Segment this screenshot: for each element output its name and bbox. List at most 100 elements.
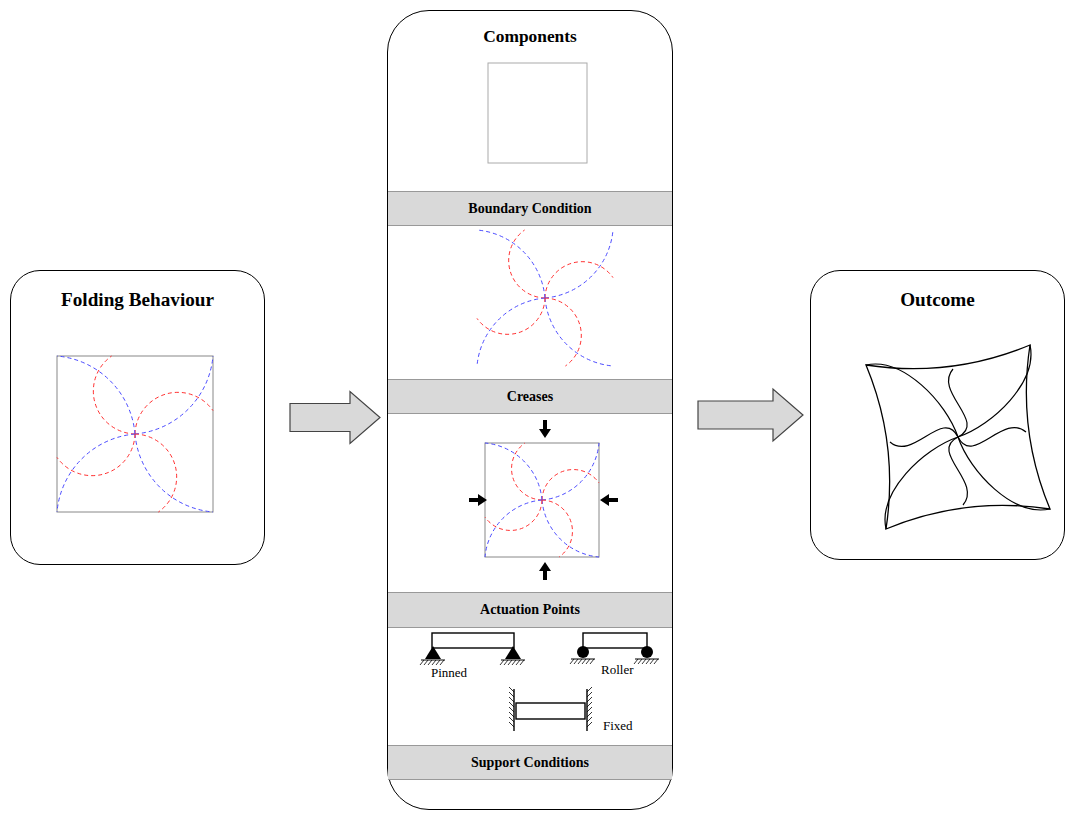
- outcome-fold: [958, 345, 1031, 437]
- panel-title: Components: [388, 27, 672, 47]
- section-band: Boundary Condition: [388, 191, 672, 226]
- actuation-arrow: [539, 420, 551, 438]
- ground-hatch: [440, 660, 444, 665]
- band-label: Support Conditions: [471, 755, 589, 771]
- ground-hatch: [512, 660, 516, 665]
- mountain-crease: [542, 500, 572, 557]
- crease-arm: [545, 262, 613, 366]
- valley-crease: [542, 443, 599, 500]
- ground-hatch: [582, 659, 586, 664]
- ground-hatch: [590, 659, 594, 664]
- crease-pattern: [57, 356, 213, 512]
- block-arrow: [698, 389, 803, 441]
- mountain-crease: [485, 500, 542, 530]
- component-sheet: [488, 63, 587, 163]
- beam: [516, 703, 585, 719]
- ground-hatch: [420, 660, 424, 665]
- crease-arm: [512, 443, 599, 500]
- ground-symbol: [420, 660, 445, 665]
- panel-title: Outcome: [811, 289, 1064, 311]
- mountain-crease: [135, 434, 177, 512]
- valley-crease: [135, 356, 213, 434]
- mountain-crease: [135, 392, 213, 434]
- wall-hatch: [587, 712, 592, 717]
- ground-hatch: [520, 660, 524, 665]
- block-arrow: [290, 392, 380, 444]
- valley-crease: [477, 298, 545, 366]
- mountain-crease: [509, 230, 545, 298]
- section-band: Support Conditions: [388, 745, 672, 780]
- wall-hatch: [587, 702, 592, 707]
- section-band: Creases: [388, 379, 672, 414]
- mountain-crease: [512, 443, 542, 500]
- beam: [432, 633, 514, 648]
- outcome-fold: [949, 437, 968, 505]
- panel-title: Folding Behaviour: [11, 289, 264, 311]
- wall-hatch: [587, 697, 592, 702]
- wall-hatch: [587, 707, 592, 712]
- ground-symbol: [634, 659, 659, 664]
- ground-hatch: [578, 659, 582, 664]
- wall-hatch: [587, 722, 592, 727]
- ground-hatch: [570, 659, 574, 664]
- valley-crease: [542, 500, 599, 557]
- actuation-arrow: [539, 562, 551, 580]
- crease-arm: [477, 298, 581, 366]
- outcome-fold: [866, 364, 958, 437]
- ground-hatch: [424, 660, 428, 665]
- ground-hatch: [650, 659, 654, 664]
- support-label: Fixed: [603, 718, 633, 734]
- mountain-crease: [542, 470, 599, 500]
- mountain-crease: [545, 262, 613, 298]
- ground-hatch: [428, 660, 432, 665]
- support-label: Roller: [601, 662, 634, 678]
- folded-outcome: [866, 345, 1050, 529]
- ground-hatch: [654, 659, 658, 664]
- valley-crease: [135, 434, 213, 512]
- outcome-fold: [890, 428, 958, 447]
- wall-hatch: [587, 717, 592, 722]
- beam: [583, 633, 647, 648]
- ground-symbol: [500, 660, 525, 665]
- fixed-wall: [586, 689, 587, 731]
- band-label: Actuation Points: [480, 602, 580, 618]
- ground-hatch: [436, 660, 440, 665]
- wall-hatch: [509, 692, 514, 697]
- ground-hatch: [500, 660, 504, 665]
- mountain-crease: [545, 298, 581, 366]
- sheet-outline: [485, 443, 599, 557]
- valley-crease: [545, 230, 613, 298]
- crease-arm: [485, 443, 542, 530]
- ground-hatch: [508, 660, 512, 665]
- outcome-fold: [949, 369, 968, 437]
- section-band: Actuation Points: [388, 592, 672, 628]
- wall-hatch: [509, 717, 514, 722]
- outcome-outline: [866, 345, 1050, 529]
- mountain-crease: [93, 356, 135, 434]
- outcome-fold: [958, 428, 1026, 447]
- ground-line: [571, 659, 595, 660]
- valley-crease: [57, 356, 135, 434]
- mountain-crease: [57, 434, 135, 476]
- wall-hatch: [509, 707, 514, 712]
- crease-arm: [477, 230, 545, 334]
- band-label: Creases: [507, 389, 553, 405]
- ground-hatch: [432, 660, 436, 665]
- ground-hatch: [634, 659, 638, 664]
- ground-symbol: [570, 659, 595, 664]
- wall-hatch: [509, 697, 514, 702]
- valley-crease: [545, 298, 613, 366]
- ground-hatch: [504, 660, 508, 665]
- actuation-arrow: [469, 494, 487, 506]
- crease-arm: [542, 470, 599, 557]
- wall-hatch: [509, 722, 514, 727]
- ground-hatch: [638, 659, 642, 664]
- mountain-crease: [477, 298, 545, 334]
- crease-arm: [57, 434, 177, 512]
- wall-hatch: [509, 712, 514, 717]
- actuation-arrow: [600, 494, 618, 506]
- roller-support: [577, 646, 589, 658]
- ground-hatch: [516, 660, 520, 665]
- wall-hatch: [587, 692, 592, 697]
